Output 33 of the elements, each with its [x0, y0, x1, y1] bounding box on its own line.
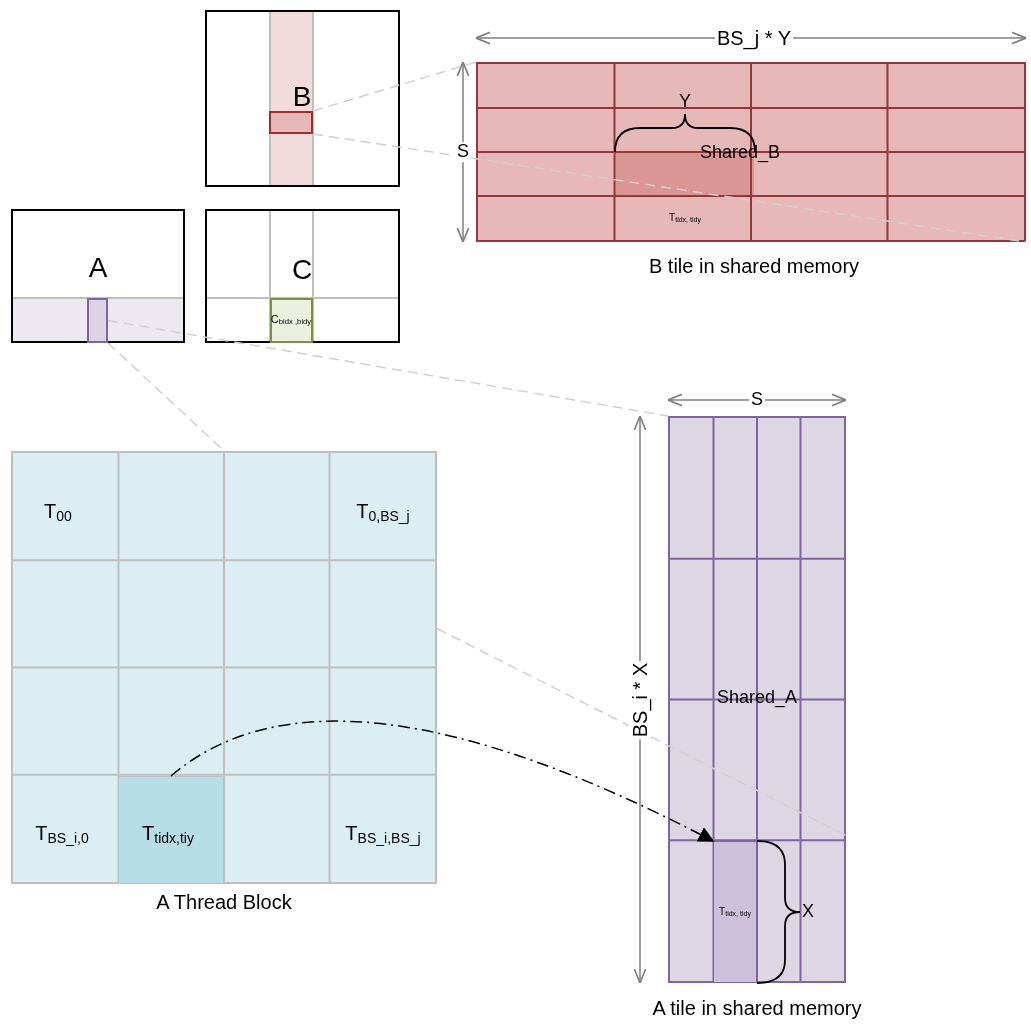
matrix-box — [11, 209, 185, 343]
arrow — [170, 720, 715, 842]
connector-line — [312, 61, 477, 112]
dimension-label: BS_i * X — [629, 660, 651, 740]
cell-label: T$_{BS_i,0}$ — [35, 822, 89, 846]
tile-label: Shared_B — [699, 141, 781, 163]
brace-label: Y — [679, 92, 691, 112]
connector-line — [436, 627, 847, 837]
matrix-box — [205, 10, 400, 187]
thread-cell — [118, 776, 224, 884]
matrix-label: C — [291, 253, 313, 287]
cell-label: T$_{00}$ — [44, 500, 72, 524]
node-label: A tile in shared memory — [652, 996, 862, 1020]
cell-label: T$_{tidx, tidy}$ — [668, 211, 702, 225]
cell-label: T$_{0,BS_j}$ — [356, 500, 410, 524]
tile-highlight — [269, 111, 313, 134]
brace-label: X — [802, 902, 814, 922]
block-cell — [270, 298, 313, 343]
thread-cell — [713, 841, 757, 983]
node-label: B tile in shared memory — [648, 254, 860, 278]
cell-label: T$_{BS_i,BS_j}$ — [345, 822, 421, 846]
cell-label: T$_{tidx,tiy}$ — [142, 822, 194, 846]
connector-line — [312, 133, 1027, 243]
matrix-box — [205, 209, 400, 343]
tile-highlight — [87, 298, 108, 343]
dimension-label: S — [455, 142, 471, 162]
matrix-label: A — [88, 251, 108, 285]
connector-line — [107, 319, 669, 417]
dimension-label: BS_j * Y — [714, 27, 794, 49]
node-label: A Thread Block — [156, 890, 292, 914]
tile-label: Shared_A — [716, 686, 798, 708]
matrix-label: B — [292, 80, 312, 114]
cell-label: T$_{tidx, tidy}$ — [718, 905, 752, 919]
